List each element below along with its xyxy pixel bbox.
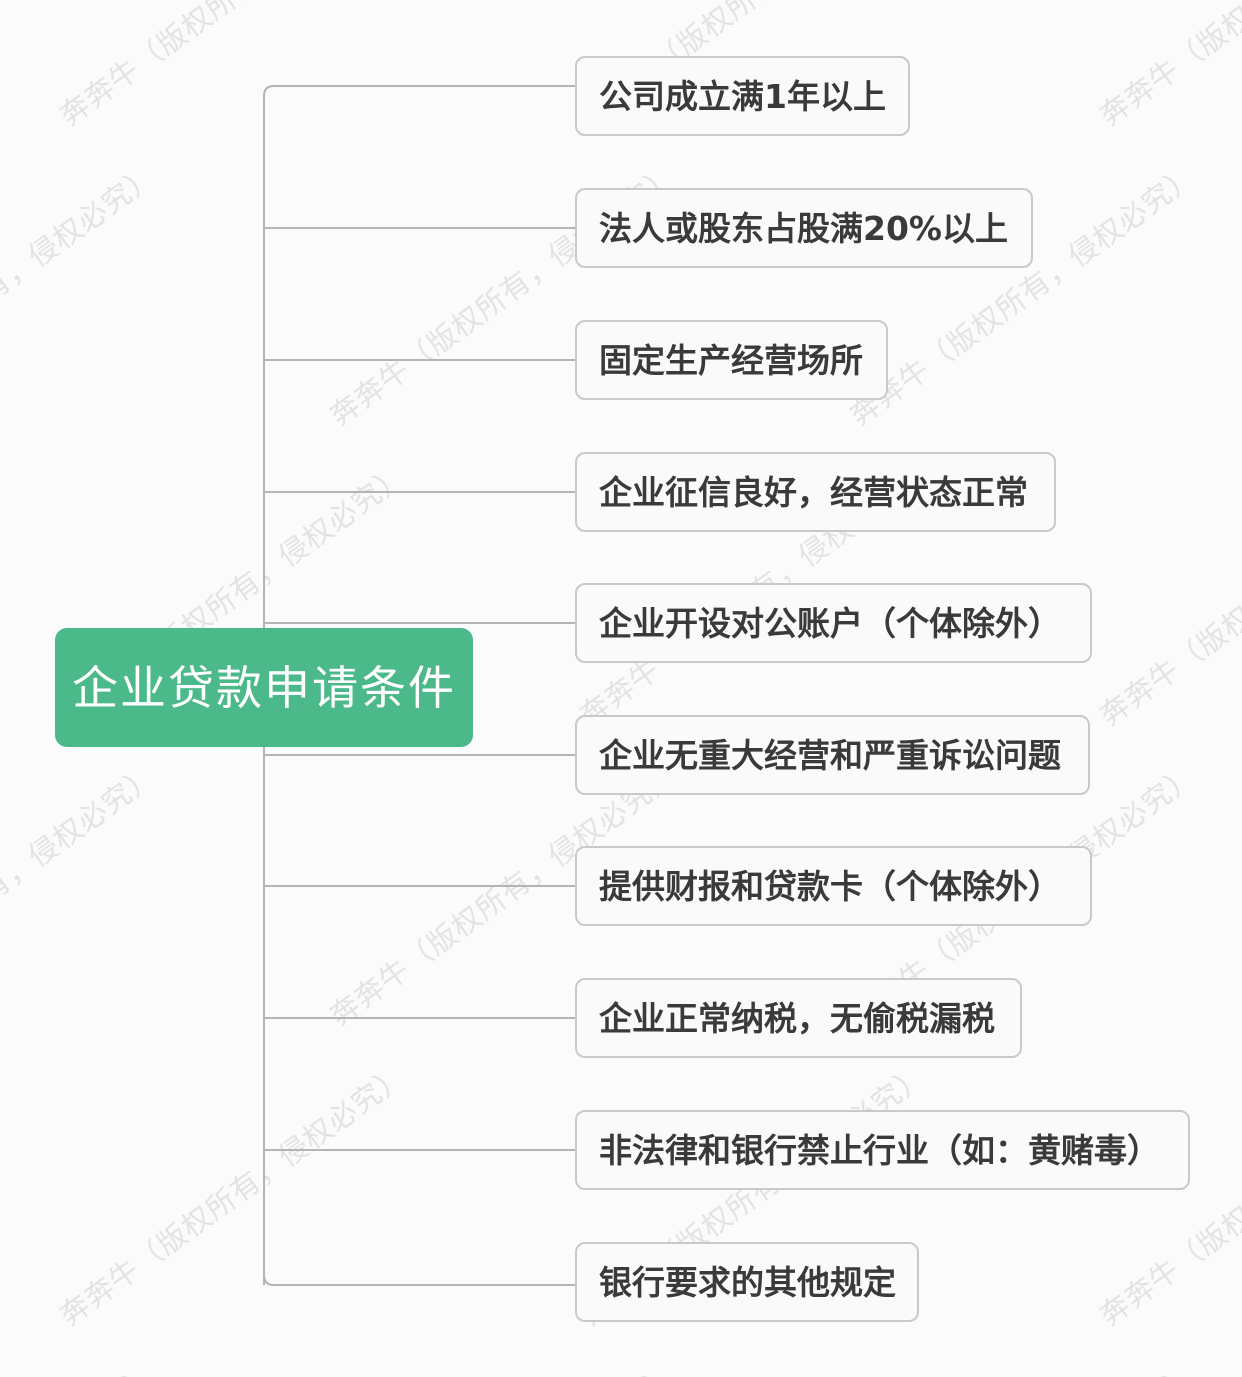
branch-node-6[interactable]: 企业无重大经营和严重诉讼问题 <box>575 715 1090 795</box>
watermark-text: 奔奔牛（版权所有，侵权必究） <box>1090 0 1242 134</box>
branch-node-4[interactable]: 企业征信良好，经营状态正常 <box>575 452 1056 532</box>
branch-node-label: 法人或股东占股满20%以上 <box>599 208 1008 248</box>
watermark-text: 奔奔牛（版权所有，侵权必究） <box>0 1353 164 1377</box>
branch-node-1[interactable]: 公司成立满1年以上 <box>575 56 910 136</box>
branch-node-label: 公司成立满1年以上 <box>599 76 886 116</box>
branch-node-10[interactable]: 银行要求的其他规定 <box>575 1242 919 1322</box>
branch-node-5[interactable]: 企业开设对公账户（个体除外） <box>575 583 1092 663</box>
branch-node-label: 银行要求的其他规定 <box>599 1262 896 1302</box>
watermark-text: 奔奔牛（版权所有，侵权必究） <box>840 1353 1204 1377</box>
watermark-text: 奔奔牛（版权所有，侵权必究） <box>50 0 414 134</box>
watermark-text: 奔奔牛（版权所有，侵权必究） <box>0 157 164 433</box>
root-node[interactable]: 企业贷款申请条件 <box>55 628 473 747</box>
branch-node-8[interactable]: 企业正常纳税，无偷税漏税 <box>575 978 1022 1058</box>
branch-node-label: 提供财报和贷款卡（个体除外） <box>599 866 1061 906</box>
branch-node-label: 固定生产经营场所 <box>599 340 863 380</box>
branch-node-label: 企业征信良好，经营状态正常 <box>599 472 1028 512</box>
watermark-text: 奔奔牛（版权所有，侵权必究） <box>320 1353 684 1377</box>
branch-node-3[interactable]: 固定生产经营场所 <box>575 320 888 400</box>
branch-node-7[interactable]: 提供财报和贷款卡（个体除外） <box>575 846 1092 926</box>
branch-connector-10 <box>263 1274 575 1286</box>
branch-node-label: 非法律和银行禁止行业（如：黄赌毒） <box>599 1130 1160 1170</box>
watermark-text: 奔奔牛（版权所有，侵权必究） <box>0 757 164 1033</box>
branch-node-9[interactable]: 非法律和银行禁止行业（如：黄赌毒） <box>575 1110 1190 1190</box>
root-node-label: 企业贷款申请条件 <box>72 660 456 715</box>
branch-node-label: 企业开设对公账户（个体除外） <box>599 603 1061 643</box>
branch-connector-1 <box>263 85 575 97</box>
watermark-text: 奔奔牛（版权所有，侵权必究） <box>1093 1057 1242 1333</box>
watermark-text: 奔奔牛（版权所有，侵权必究） <box>53 1057 414 1333</box>
watermark-text: 奔奔牛（版权所有，侵权必究） <box>1093 457 1242 733</box>
branch-node-label: 企业无重大经营和严重诉讼问题 <box>599 735 1061 775</box>
branch-node-label: 企业正常纳税，无偷税漏税 <box>599 998 995 1038</box>
branch-node-2[interactable]: 法人或股东占股满20%以上 <box>575 188 1033 268</box>
